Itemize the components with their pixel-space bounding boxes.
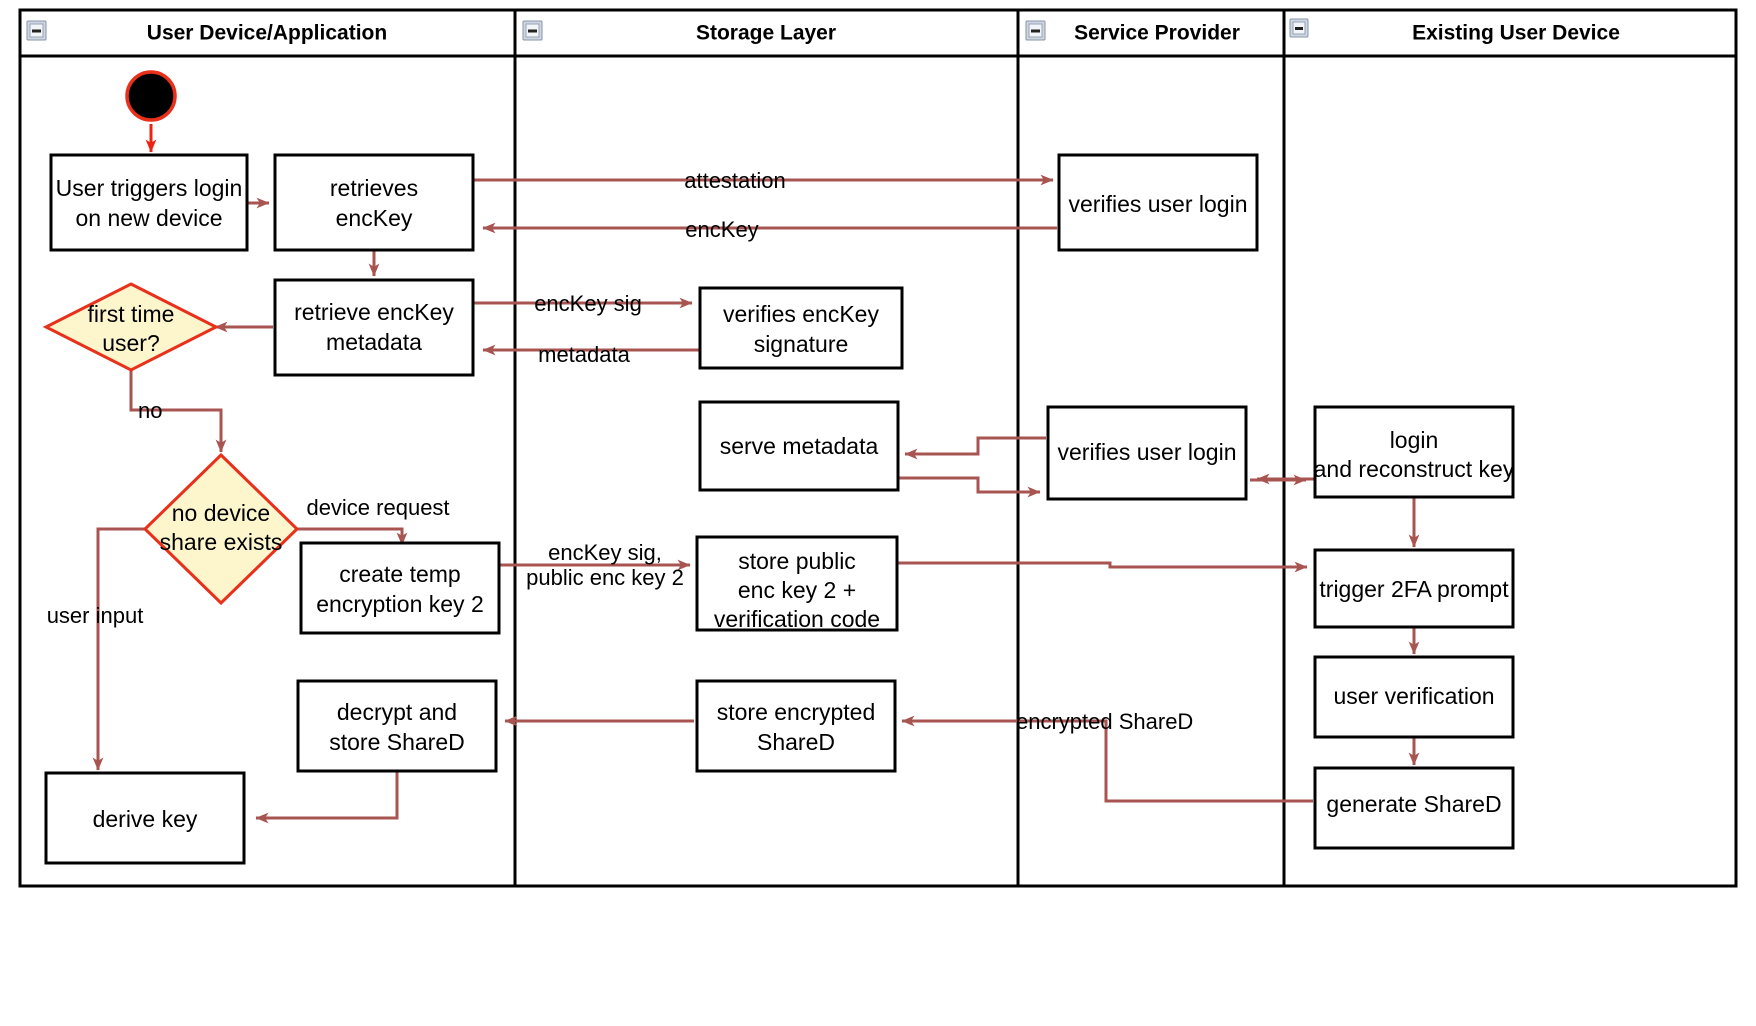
activity-store-encrypted-shared[interactable]: store encrypted ShareD — [695, 679, 897, 773]
activity-trigger-2fa-prompt[interactable]: trigger 2FA prompt — [1313, 548, 1515, 629]
activity-label-line1: decrypt and — [337, 699, 457, 725]
edge-label-encrypted-shared: encrypted ShareD — [1016, 709, 1193, 734]
activity-verifies-user-login-2[interactable]: verifies user login — [1046, 405, 1248, 501]
lane-title-existing-user-device: Existing User Device — [1412, 22, 1620, 45]
edge-verify2-to-servemetadata — [904, 436, 1046, 460]
edge-device-request — [296, 527, 408, 546]
lane-header-storage-layer[interactable]: Storage Layer — [522, 20, 836, 45]
collapse-minus-icon[interactable] — [522, 20, 543, 41]
activity-label-line2: store ShareD — [329, 729, 465, 755]
edge-label-device-request: device request — [306, 495, 449, 520]
decision-label-line1: no device — [172, 500, 270, 526]
activity-label-line2: encryption key 2 — [316, 591, 483, 617]
activity-label-line2: enc key 2 + — [738, 577, 856, 603]
decision-label-line2: share exists — [160, 529, 283, 555]
activity-store-public-enc-key-2[interactable]: store public enc key 2 + verification co… — [695, 535, 899, 632]
decision-no-device-share-exists[interactable]: no device share exists — [142, 452, 300, 606]
collapse-minus-icon[interactable] — [1289, 18, 1309, 38]
activity-verifies-user-login-1[interactable]: verifies user login — [1057, 153, 1259, 252]
activity-label: verifies user login — [1069, 191, 1248, 217]
lane-header-existing-user-device[interactable]: Existing User Device — [1289, 18, 1620, 45]
lane-title-storage-layer: Storage Layer — [696, 22, 836, 45]
activity-retrieve-enckey-metadata[interactable]: retrieve encKey metadata — [273, 278, 475, 377]
edge-decrypt-to-derivekey — [255, 770, 399, 824]
activity-generate-shared[interactable]: generate ShareD — [1313, 766, 1515, 850]
edge-servemetadata-to-verify2 — [898, 476, 1041, 498]
activity-derive-key[interactable]: derive key — [44, 771, 246, 865]
collapse-minus-icon[interactable] — [26, 20, 47, 41]
edge-label-user-input: user input — [47, 603, 144, 628]
edge-storepub-to-2fa — [897, 561, 1308, 573]
edges-layer: attestation encKey encKey sig metadata n… — [47, 124, 1420, 824]
edge-user-input — [92, 527, 146, 771]
activity-verifies-enckey-signature[interactable]: verifies encKey signature — [698, 286, 904, 370]
activity-label-line2: and reconstruct key — [1314, 456, 1515, 482]
edge-label-enckey-sig-pub-line2: public enc key 2 — [526, 565, 684, 590]
lane-title-user-device: User Device/Application — [147, 22, 387, 45]
decision-label-line1: first time — [88, 301, 175, 327]
activity-label-line1: login — [1390, 427, 1439, 453]
activity-create-temp-encryption-key-2[interactable]: create temp encryption key 2 — [299, 541, 501, 635]
activity-label-line2: metadata — [326, 329, 422, 355]
activity-label-line2: on new device — [75, 205, 222, 231]
edge-label-enckey: encKey — [685, 217, 758, 242]
edge-label-metadata: metadata — [538, 342, 630, 367]
initial-node[interactable] — [125, 70, 177, 122]
edge-label-no: no — [138, 398, 162, 423]
lane-header-service-provider[interactable]: Service Provider — [1025, 20, 1240, 45]
activity-label-line2: ShareD — [757, 729, 835, 755]
edge-label-attestation: attestation — [684, 168, 786, 193]
activity-user-verification[interactable]: user verification — [1313, 655, 1515, 739]
activity-label-line1: User triggers login — [56, 175, 243, 201]
decision-label-line2: user? — [102, 330, 160, 356]
decision-first-time-user[interactable]: first time user? — [42, 282, 220, 372]
activity-label-line1: store encrypted — [717, 699, 876, 725]
activity-label-line2: signature — [754, 331, 849, 357]
activity-label-line1: retrieve encKey — [294, 299, 454, 325]
lane-header-user-device[interactable]: User Device/Application — [26, 20, 387, 45]
edge-label-enckey-sig-pub-line1: encKey sig, — [548, 540, 662, 565]
activity-label: trigger 2FA prompt — [1319, 576, 1509, 602]
activity-label-line1: verifies encKey — [723, 301, 879, 327]
activity-label-line2: encKey — [336, 205, 413, 231]
activity-label: generate ShareD — [1326, 791, 1501, 817]
edge-encrypted-shared — [901, 715, 1313, 803]
edge-no-branch — [129, 369, 227, 453]
activity-label-line3: verification code — [714, 606, 880, 632]
activity-label-line1: create temp — [339, 561, 460, 587]
activity-label: user verification — [1333, 683, 1494, 709]
activity-serve-metadata[interactable]: serve metadata — [698, 400, 900, 492]
activity-label: serve metadata — [720, 433, 879, 459]
activity-label: verifies user login — [1058, 439, 1237, 465]
activity-label-line1: store public — [738, 548, 856, 574]
activity-decrypt-and-store-shared[interactable]: decrypt and store ShareD — [296, 679, 498, 773]
collapse-minus-icon[interactable] — [1025, 20, 1046, 41]
activity-login-and-reconstruct-key[interactable]: login and reconstruct key — [1313, 405, 1515, 499]
activity-label-line1: retrieves — [330, 175, 418, 201]
activity-retrieves-enckey[interactable]: retrieves encKey — [273, 153, 475, 252]
activity-user-triggers-login[interactable]: User triggers login on new device — [49, 153, 249, 252]
swimlane-frame — [18, 8, 1738, 888]
activity-label: derive key — [93, 806, 198, 832]
lane-title-service-provider: Service Provider — [1074, 22, 1240, 45]
edge-label-enckey-sig: encKey sig — [534, 291, 642, 316]
